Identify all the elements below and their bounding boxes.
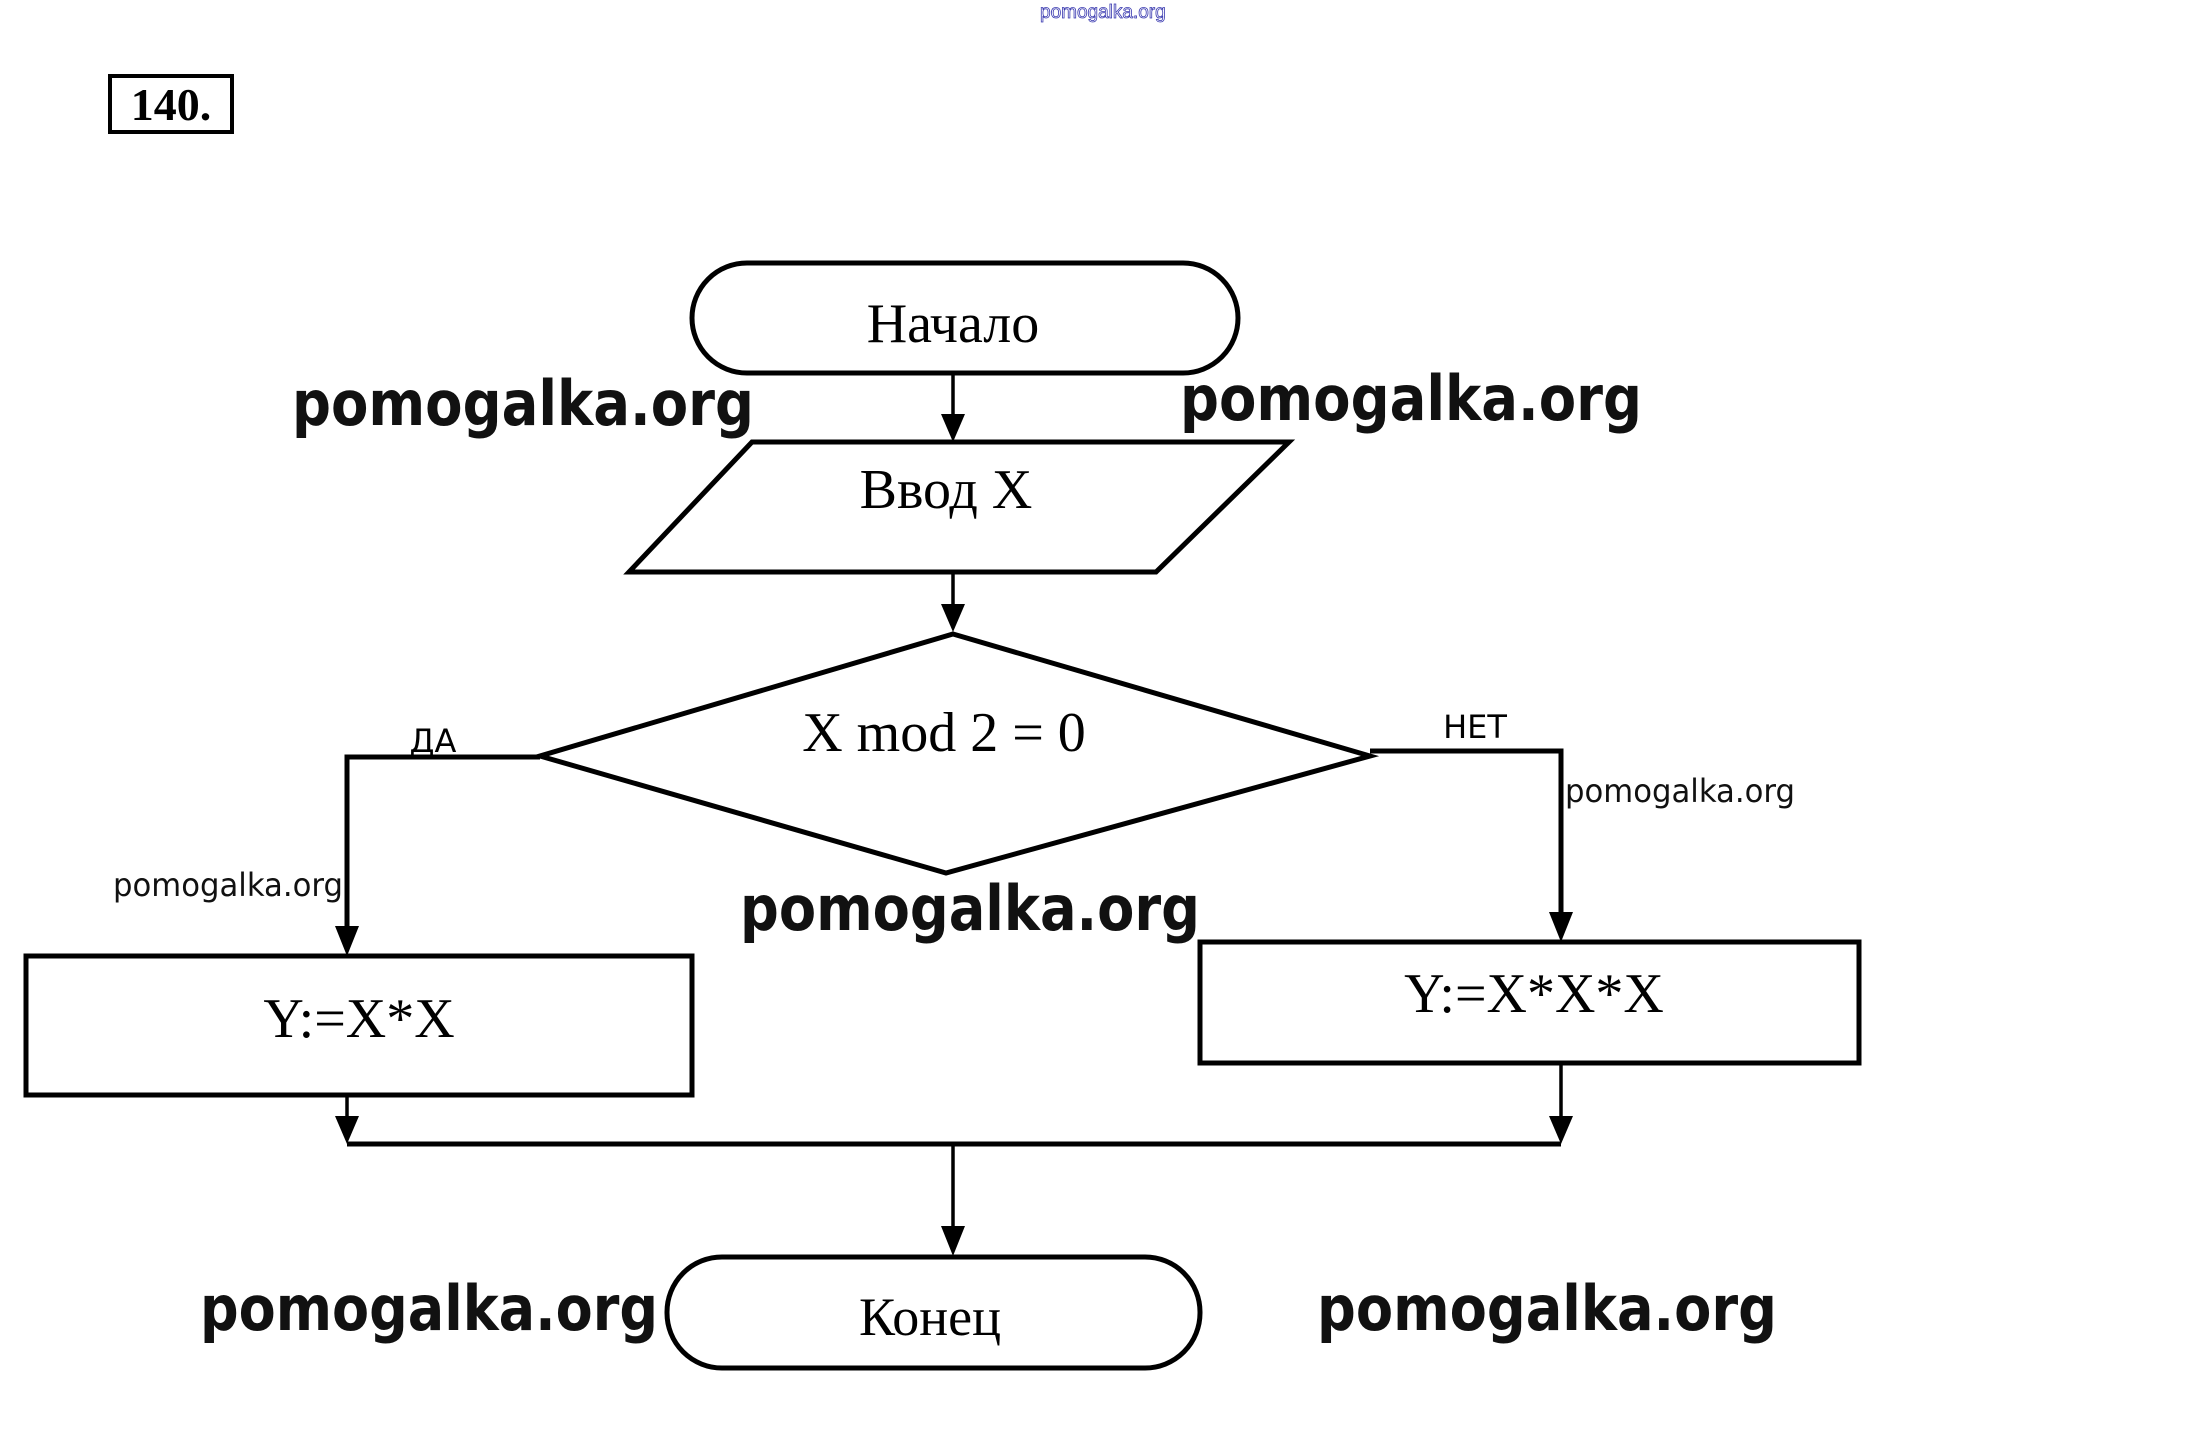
start-terminal: Начало: [689, 260, 1241, 376]
arrowhead-icon: [335, 1116, 359, 1144]
connector-line: [344, 754, 540, 928]
yes-label: ДА: [410, 722, 457, 760]
condition-block: X mod 2 = 0: [531, 631, 1380, 876]
yes-branch-connector: ДА: [335, 722, 540, 956]
start-label: Начало: [867, 293, 1040, 355]
connector-line: [1370, 748, 1564, 914]
arrowhead-icon: [335, 926, 359, 956]
no-branch-connector: НЕТ: [1370, 708, 1573, 942]
yes-process-rect: [23, 953, 695, 1098]
problem-number: 140.: [131, 79, 212, 130]
yes-process-label: Y:=X*X: [263, 988, 454, 1050]
arrow-start-to-input: [941, 373, 965, 442]
condition-diamond: [531, 631, 1380, 876]
end-label: Конец: [859, 1287, 1001, 1347]
arrowhead-icon: [941, 414, 965, 442]
input-label: Ввод X: [860, 459, 1033, 521]
end-terminal-shape: [664, 1254, 1203, 1371]
end-terminal: Конец: [664, 1254, 1203, 1371]
input-parallelogram: [623, 439, 1296, 575]
condition-label: X mod 2 = 0: [802, 702, 1086, 764]
watermark: pomogalka.org: [113, 866, 343, 904]
watermark: pomogalka.org: [1565, 772, 1795, 810]
input-block: Ввод X: [623, 439, 1296, 575]
no-process-label: Y:=X*X*X: [1404, 963, 1664, 1025]
arrowhead-icon: [941, 604, 965, 632]
watermark: pomogalka.org: [200, 1272, 658, 1345]
arrowhead-icon: [1549, 1116, 1573, 1144]
arrowhead-icon: [1549, 912, 1573, 942]
watermark: pomogalka.org: [1180, 362, 1642, 435]
problem-number-frame: [108, 74, 234, 134]
watermark-top: pomogalka.org: [1040, 2, 1166, 23]
problem-number-box: 140.: [108, 74, 234, 134]
yes-process-block: Y:=X*X: [23, 953, 695, 1098]
no-process-block: Y:=X*X*X: [1197, 939, 1862, 1066]
watermark: pomogalka.org: [740, 872, 1200, 945]
watermark: pomogalka.org: [1317, 1272, 1777, 1345]
watermark: pomogalka.org: [292, 367, 754, 440]
arrow-input-to-condition: [941, 572, 965, 632]
start-terminal-shape: [689, 260, 1241, 376]
arrowhead-icon: [941, 1226, 965, 1256]
merge-connector: [335, 1063, 1573, 1256]
no-label: НЕТ: [1443, 708, 1507, 746]
no-process-rect: [1197, 939, 1862, 1066]
